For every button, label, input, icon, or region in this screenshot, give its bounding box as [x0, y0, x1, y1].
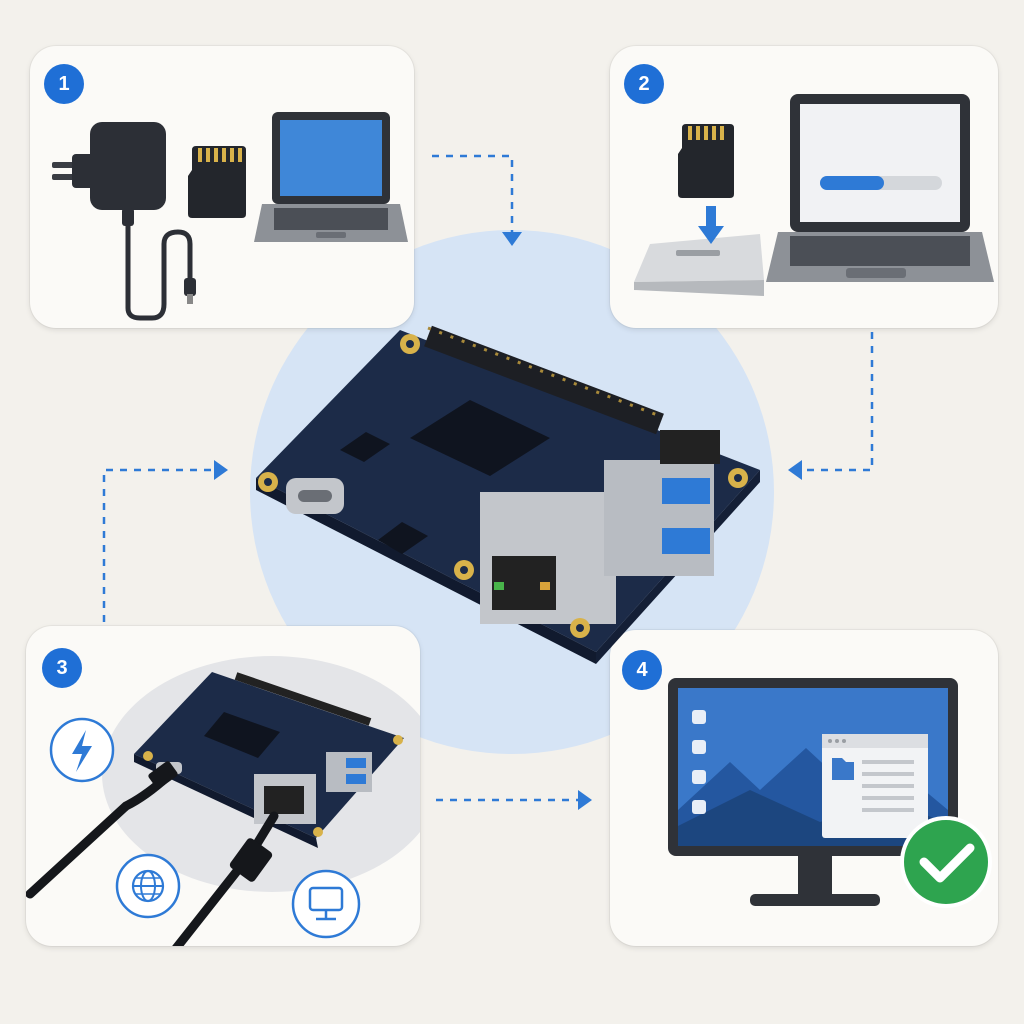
- step-2-card: 2: [610, 46, 998, 328]
- step-4-badge: 4: [622, 650, 662, 690]
- globe-icon: [115, 853, 181, 919]
- step-1-card: 1: [30, 46, 414, 328]
- step-3-badge: 3: [42, 648, 82, 688]
- step-4-card: 4: [610, 630, 998, 946]
- cables: [26, 761, 279, 946]
- card-reader-icon: [634, 206, 764, 296]
- folder-icon: [832, 758, 854, 780]
- monitor-icon: [668, 678, 958, 906]
- micro-sd-card-icon: [188, 146, 246, 218]
- step-3-card: 3: [26, 626, 420, 946]
- laptop-icon: [766, 94, 994, 282]
- monitor-icon: [291, 869, 361, 939]
- step-1-badge: 1: [44, 64, 84, 104]
- check-icon: [900, 816, 992, 908]
- step-2-badge: 2: [624, 64, 664, 104]
- micro-sd-card-icon: [678, 124, 734, 198]
- laptop-icon: [254, 112, 408, 242]
- lightning-icon: [49, 717, 115, 783]
- power-adapter-icon: [52, 122, 196, 321]
